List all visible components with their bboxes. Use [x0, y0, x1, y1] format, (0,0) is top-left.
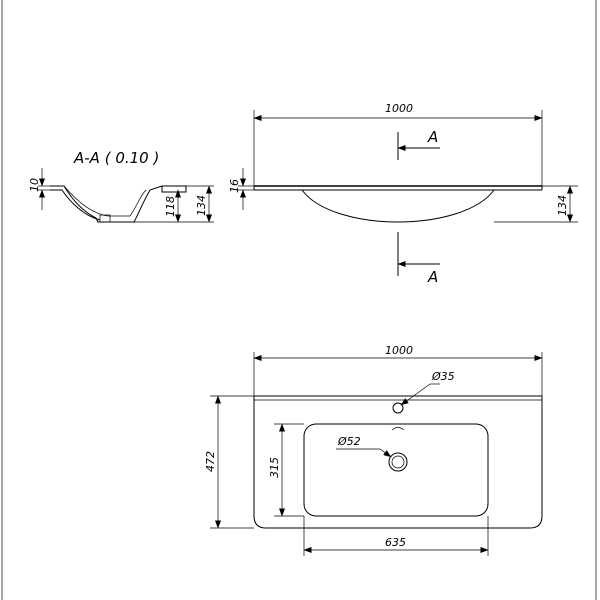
- tap-hole: [392, 402, 404, 414]
- section-drain-detail: [99, 214, 111, 223]
- bowl-width-label: 635: [385, 536, 406, 549]
- section-rim-edge: [161, 186, 187, 193]
- drain-hole-outer: [388, 452, 408, 472]
- drain-hole-inner: [391, 455, 405, 469]
- section-mark-bottom: A: [427, 268, 438, 286]
- section-profile-inner: [50, 189, 101, 221]
- top-width-label: 1000: [385, 344, 413, 357]
- drain-leader: [379, 448, 392, 458]
- section-mark-top: A: [427, 128, 438, 146]
- top-depth-label: 472: [204, 451, 217, 472]
- tap-hole-label: Ø35: [431, 370, 455, 383]
- bowl-depth-label: 315: [268, 457, 281, 478]
- drain-hole-label: Ø52: [337, 435, 361, 448]
- side-height-label: 134: [556, 195, 569, 216]
- section-view: A-A ( 0.10 ) 10 118 134: [28, 149, 214, 223]
- section-title: A-A ( 0.10 ): [73, 149, 159, 167]
- top-outer-outline: [253, 395, 543, 529]
- dim-rim-label: 10: [28, 178, 41, 192]
- tap-leader: [400, 383, 431, 406]
- top-bowl-outline: [303, 423, 489, 517]
- overflow-slot: [391, 427, 405, 431]
- top-view: 1000 Ø35 Ø52 472 315 635: [204, 344, 543, 556]
- side-view: 1000 16 134 A A: [228, 102, 578, 286]
- section-bowl-wall: [63, 185, 147, 217]
- dim-total-label: 134: [195, 195, 208, 216]
- side-bowl-outline: [301, 189, 495, 223]
- dim-inner-label: 118: [164, 196, 177, 217]
- side-width-label: 1000: [385, 102, 413, 115]
- side-slab-label: 16: [228, 179, 241, 193]
